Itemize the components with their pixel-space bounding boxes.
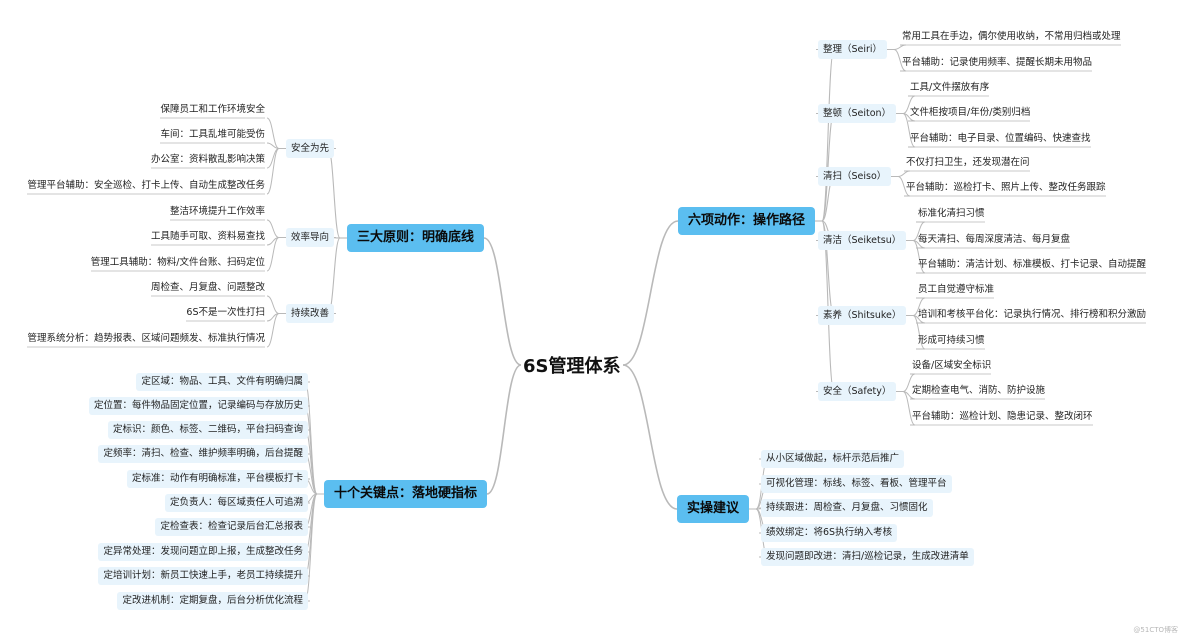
connector-line bbox=[266, 219, 280, 238]
action-seiketsu[interactable]: 清洁（Seiketsu） bbox=[818, 231, 907, 250]
action-seiton-item[interactable]: 工具/文件摆放有序 bbox=[910, 82, 990, 93]
action-safety-item[interactable]: 定期检查电气、消防、防护设施 bbox=[912, 385, 1046, 396]
action-seiketsu-item[interactable]: 标准化清扫习惯 bbox=[918, 208, 985, 219]
action-shitsuke-item[interactable]: 形成可持续习惯 bbox=[918, 335, 985, 346]
key-point-item[interactable]: 定异常处理：发现问题立即上报，生成整改任务 bbox=[98, 543, 308, 561]
key-point-item[interactable]: 定检查表：检查记录后台汇总报表 bbox=[155, 518, 308, 536]
action-seiso-item[interactable]: 不仅打扫卫生，还发现潜在问 bbox=[906, 157, 1030, 168]
advice-item[interactable]: 发现问题即改进：清扫/巡检记录，生成改进清单 bbox=[761, 548, 974, 566]
branch-principles[interactable]: 三大原则：明确底线 bbox=[347, 224, 485, 252]
key-point-item[interactable]: 定负责人：每区域责任人可追溯 bbox=[164, 494, 308, 512]
principle-improvement-item[interactable]: 6S不是一次性打扫 bbox=[186, 307, 265, 318]
connector-line bbox=[816, 48, 835, 222]
watermark: @51CTO博客 bbox=[1133, 626, 1178, 634]
action-seiton-item[interactable]: 文件柜按项目/年份/类别归档 bbox=[910, 107, 1031, 118]
connector-line bbox=[327, 147, 341, 239]
branch-six-actions[interactable]: 六项动作：操作路径 bbox=[678, 207, 816, 235]
principle-safety-first[interactable]: 安全为先 bbox=[286, 139, 335, 158]
connector-line bbox=[897, 170, 911, 177]
connector-line bbox=[266, 237, 280, 272]
action-safety-item[interactable]: 平台辅助：巡检计划、隐患记录、整改闭环 bbox=[912, 411, 1093, 422]
branch-key-points[interactable]: 十个关键点：落地硬指标 bbox=[324, 480, 488, 508]
principle-continuous-improvement[interactable]: 持续改善 bbox=[286, 304, 335, 323]
action-seiketsu-item[interactable]: 每天清扫、每周深度清洁、每月复盘 bbox=[918, 234, 1071, 245]
principle-efficiency-item[interactable]: 工具随手可取、资料易查找 bbox=[150, 231, 265, 242]
principle-safety-item[interactable]: 车间：工具乱堆可能受伤 bbox=[160, 129, 265, 140]
action-shitsuke-item[interactable]: 员工自觉遵守标准 bbox=[918, 284, 995, 295]
principle-improvement-item[interactable]: 管理系统分析：趋势报表、区域问题频发、标准执行情况 bbox=[27, 333, 265, 344]
principle-improvement-item[interactable]: 周检查、月复盘、问题整改 bbox=[150, 282, 265, 293]
action-shitsuke-item[interactable]: 培训和考核平台化：记录执行情况、排行榜和积分激励 bbox=[918, 309, 1147, 320]
principle-safety-item[interactable]: 保障员工和工作环境安全 bbox=[160, 104, 265, 115]
key-point-item[interactable]: 定改进机制：定期复盘，后台分析优化流程 bbox=[117, 592, 308, 610]
advice-item[interactable]: 绩效绑定：将6S执行纳入考核 bbox=[761, 524, 898, 542]
connector-line bbox=[266, 313, 280, 348]
key-point-item[interactable]: 定频率：清扫、检查、维护频率明确，后台提醒 bbox=[98, 445, 308, 463]
key-point-item[interactable]: 定标准：动作有明确标准，平台模板打卡 bbox=[126, 470, 308, 488]
action-seiri-item[interactable]: 常用工具在手边，偶尔使用收纳，不常用归档或处理 bbox=[902, 31, 1121, 42]
action-safety-item[interactable]: 设备/区域安全标识 bbox=[912, 360, 992, 371]
connector-line bbox=[483, 237, 522, 366]
action-safety[interactable]: 安全（Safety） bbox=[818, 382, 897, 401]
principle-safety-item[interactable]: 管理平台辅助：安全巡检、打卡上传、自动生成整改任务 bbox=[27, 180, 265, 191]
key-point-item[interactable]: 定培训计划：新员工快速上手，老员工持续提升 bbox=[98, 567, 308, 585]
connector-line bbox=[622, 220, 679, 366]
root-topic[interactable]: 6S管理体系 bbox=[523, 356, 621, 377]
key-point-item[interactable]: 定位置：每件物品固定位置，记录编码与存放历史 bbox=[88, 397, 308, 415]
connector-line bbox=[622, 364, 678, 510]
principle-efficiency-item[interactable]: 整洁环境提升工作效率 bbox=[169, 206, 265, 217]
connector-line bbox=[266, 148, 280, 195]
action-seiso[interactable]: 清扫（Seiso） bbox=[818, 167, 892, 186]
action-seiri-item[interactable]: 平台辅助：记录使用频率、提醒长期未用物品 bbox=[902, 57, 1093, 68]
advice-item[interactable]: 可视化管理：标线、标签、看板、管理平台 bbox=[761, 475, 952, 493]
action-seiton-item[interactable]: 平台辅助：电子目录、位置编码、快速查找 bbox=[910, 133, 1091, 144]
action-seiso-item[interactable]: 平台辅助：巡检打卡、照片上传、整改任务跟踪 bbox=[906, 182, 1106, 193]
key-point-item[interactable]: 定区域：物品、工具、文件有明确归属 bbox=[136, 373, 308, 391]
principle-efficiency-item[interactable]: 管理工具辅助：物料/文件台账、扫码定位 bbox=[90, 257, 265, 268]
connector-line bbox=[327, 237, 341, 315]
action-seiri[interactable]: 整理（Seiri） bbox=[818, 40, 888, 59]
action-seiketsu-item[interactable]: 平台辅助：清洁计划、标准模板、打卡记录、自动提醒 bbox=[918, 259, 1147, 270]
connector-line bbox=[266, 117, 280, 149]
advice-item[interactable]: 从小区域做起，标杆示范后推广 bbox=[761, 450, 905, 468]
principle-safety-item[interactable]: 办公室：资料散乱影响决策 bbox=[150, 154, 265, 165]
key-point-item[interactable]: 定标识：颜色、标签、二维码，平台扫码查询 bbox=[107, 421, 308, 439]
connector-line bbox=[486, 364, 522, 495]
connector-line bbox=[266, 142, 280, 149]
advice-item[interactable]: 持续跟进：周检查、月复盘、习惯固化 bbox=[761, 499, 933, 517]
action-shitsuke[interactable]: 素养（Shitsuke） bbox=[818, 306, 907, 325]
branch-practical-advice[interactable]: 实操建议 bbox=[677, 495, 750, 523]
action-seiton[interactable]: 整顿（Seiton） bbox=[818, 104, 897, 123]
connector-line bbox=[893, 44, 907, 50]
principle-efficiency[interactable]: 效率导向 bbox=[286, 228, 335, 247]
connector-line bbox=[266, 295, 280, 314]
